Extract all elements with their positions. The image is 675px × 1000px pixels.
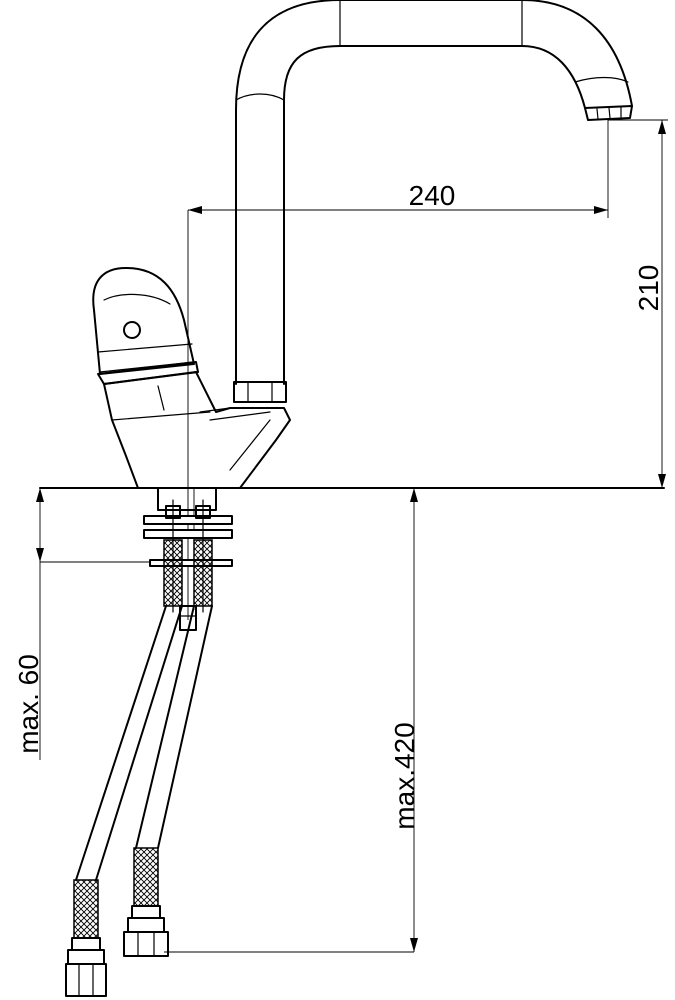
dimension-spout-reach: 240 [188, 120, 609, 218]
mixer-body [103, 371, 291, 489]
spout [233, 0, 633, 403]
dimension-spout-height: 210 [608, 119, 668, 488]
lever-handle [92, 267, 199, 385]
supply-hoses [65, 605, 213, 997]
dimension-label-deck-thickness: max. 60 [13, 654, 44, 754]
mounting-assembly [143, 487, 233, 631]
dimension-label-height: 210 [633, 265, 664, 312]
dimension-label-reach: 240 [409, 180, 456, 211]
dimension-hose-length: max.420 [164, 488, 420, 953]
dimension-label-hose-length: max.420 [389, 722, 420, 829]
dimension-deck-thickness: max. 60 [13, 488, 150, 760]
